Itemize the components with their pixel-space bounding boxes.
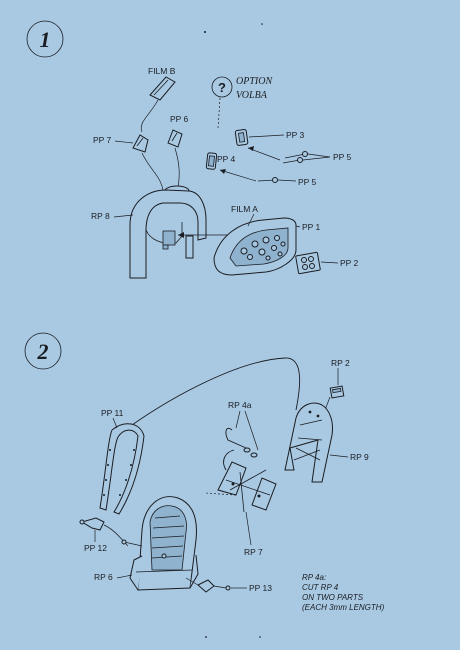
note-line-2: CUT RP 4 [302, 583, 339, 592]
rp7-part [217, 461, 277, 513]
pp3-part [234, 128, 249, 146]
note-line-1: RP 4a: [302, 573, 326, 582]
pp12-part [79, 517, 105, 531]
option-question-mark: ? [218, 80, 226, 95]
label-rp8: RP 8 [91, 211, 110, 221]
note-line-4: (EACH 3mm LENGTH) [302, 603, 385, 612]
note-line-3: ON TWO PARTS [302, 593, 364, 602]
step-2-badge: 2 [24, 332, 62, 370]
label-pp5-upper: PP 5 [333, 152, 352, 162]
label-pp13: PP 13 [249, 583, 272, 593]
label-rp4a: RP 4a [228, 400, 252, 410]
film-b-part [149, 76, 176, 101]
pp13-part [197, 579, 231, 593]
label-film-a: FILM A [231, 204, 258, 214]
label-film-b: FILM B [148, 66, 176, 76]
scan-specks [204, 23, 263, 638]
label-rp7: RP 7 [244, 547, 263, 557]
step-1-number: 1 [40, 27, 51, 52]
rp4a-note: RP 4a: CUT RP 4 ON TWO PARTS (EACH 3mm L… [302, 573, 385, 612]
option-label: OPTION [236, 76, 273, 87]
label-pp6: PP 6 [170, 114, 189, 124]
label-pp4: PP 4 [217, 154, 236, 164]
option-badge: ? [211, 76, 233, 98]
pp4-part [205, 152, 218, 170]
label-pp2: PP 2 [340, 258, 359, 268]
rp2-part [329, 385, 345, 399]
volba-label: VOLBA [236, 90, 268, 101]
pp11-harness [99, 423, 145, 515]
label-pp11: PP 11 [101, 408, 124, 418]
label-rp6: RP 6 [94, 572, 113, 582]
label-pp3: PP 3 [286, 130, 305, 140]
rp8-part [129, 185, 207, 279]
step-2-number: 2 [37, 339, 49, 364]
label-rp2: RP 2 [331, 358, 350, 368]
label-pp7: PP 7 [93, 135, 112, 145]
rp6-seat [129, 496, 199, 591]
step-2: 2 RP 2 RP 9 RP 4a [24, 332, 385, 612]
label-rp9: RP 9 [350, 452, 369, 462]
label-pp5-lower: PP 5 [298, 177, 317, 187]
pp5-pins-upper [282, 151, 308, 164]
step-1: 1 FILM B PP 7 PP 6 ? OPTION VOLBA [26, 20, 359, 279]
rp9-part [284, 402, 333, 483]
label-pp1: PP 1 [302, 222, 321, 232]
pp1-instrument-panel [213, 217, 297, 276]
rp4a-rods [223, 427, 258, 471]
label-pp12: PP 12 [84, 543, 107, 553]
pp7-part [132, 134, 149, 153]
pp6-part [167, 129, 183, 148]
pp2-part [295, 251, 321, 275]
step-1-badge: 1 [26, 20, 64, 58]
pp5-pin-lower [257, 177, 278, 183]
